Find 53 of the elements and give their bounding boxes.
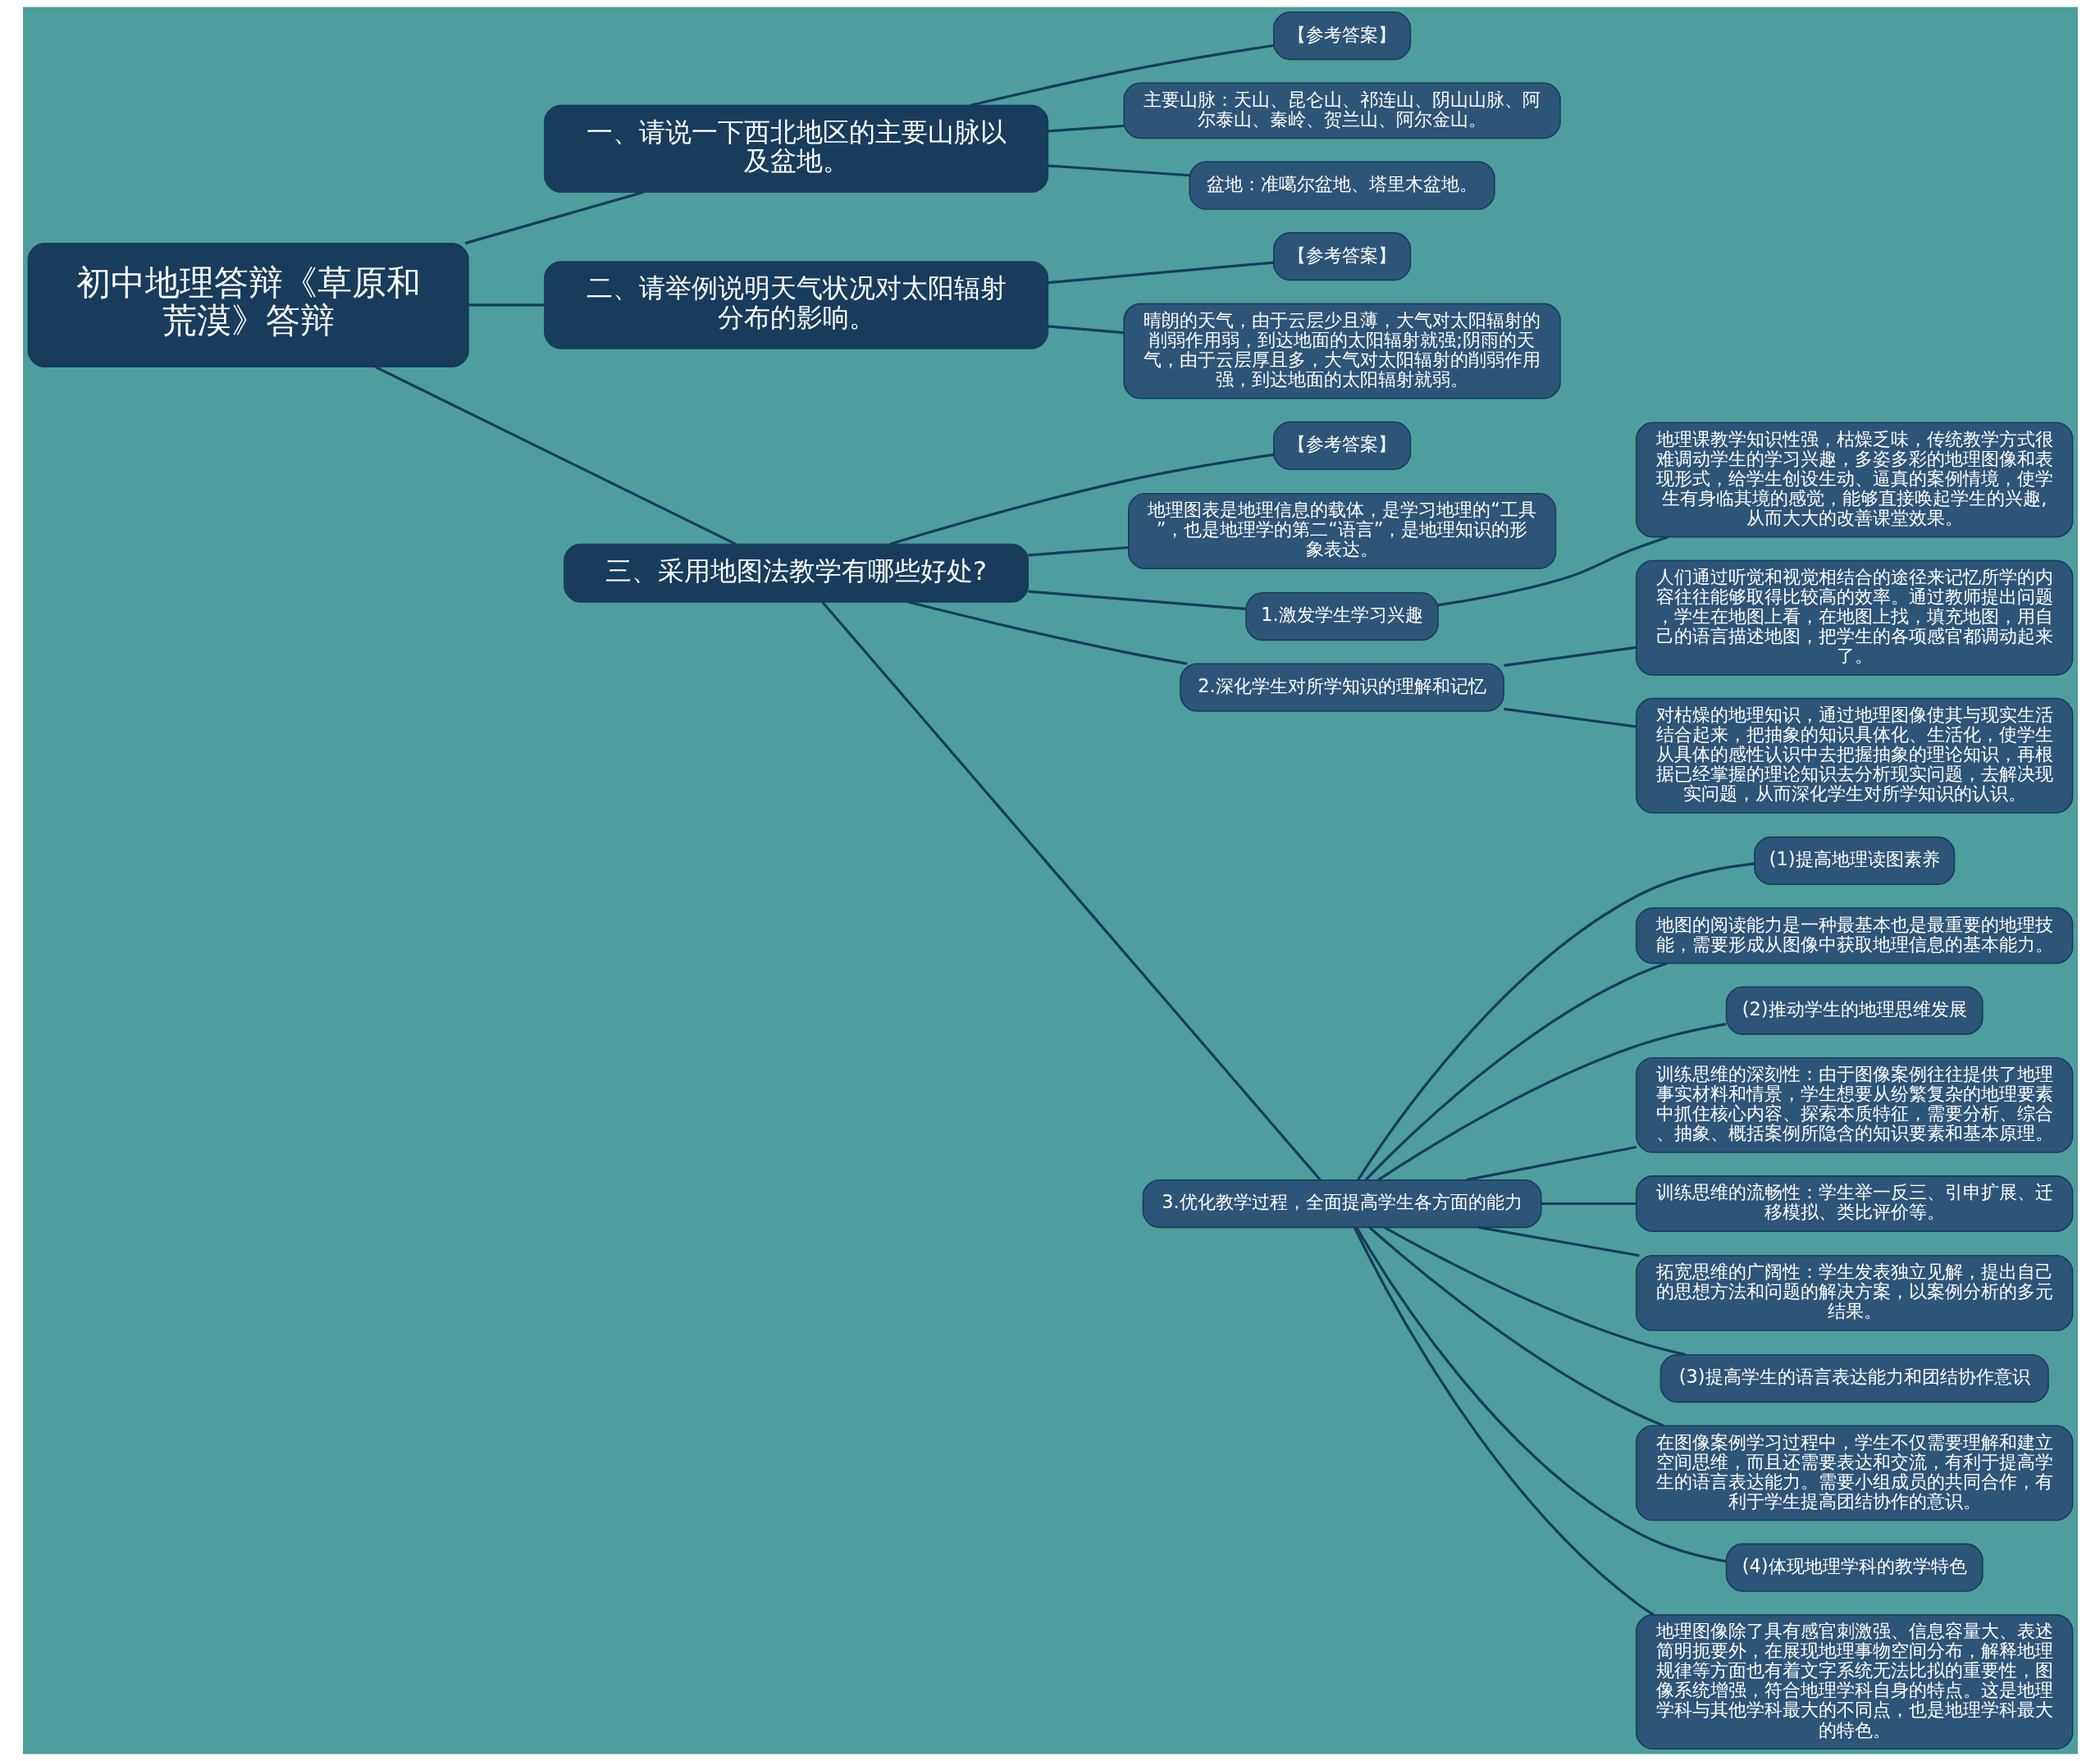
connector — [1503, 707, 1637, 728]
node-box: (3)提高学生的语言表达能力和团结协作意识 — [1659, 1353, 2049, 1403]
connector — [907, 600, 1187, 665]
connector — [1027, 590, 1246, 610]
node-box: 一、请说一下西北地区的主要山脉以及盆地。 — [543, 104, 1048, 194]
node-box: 晴朗的天气，由于云层少且薄，大气对太阳辐射的削弱作用弱，到达地面的太阳辐射就强;阴雨的天气，由于云层厚且多，大气对太阳辐射的削弱作用强，到达地面的太阳辐射就弱。 — [1122, 303, 1561, 399]
connector — [1376, 1023, 1726, 1181]
node-box: 地理图像除了具有感官刺激强、信息容量大、表述简明扼要外，在展现地理事物空间分布，解释地理规律等方面也有着文字系统无法比拟的重要性，图像系统增强，符合地理学科自身的特点。这是地理学科与其他学科最大的不同点，也是地理学科最大的特色。 — [1635, 1614, 2073, 1750]
connector — [1437, 536, 1669, 607]
connector — [888, 453, 1274, 545]
node-box: 拓宽思维的广阔性：学生发表独立见解，提出自己的思想方法和问题的解决方案，以案例分析的多元结果。 — [1635, 1254, 2073, 1331]
connector — [1383, 1226, 1686, 1357]
node-box: (2)推动学生的地理思维发展 — [1725, 986, 1984, 1035]
connector — [374, 365, 737, 545]
connector — [1355, 1226, 1727, 1563]
connector — [821, 601, 1322, 1181]
connector — [1356, 862, 1755, 1181]
node-box: 盆地：准噶尔盆地、塔里木盆地。 — [1189, 161, 1495, 210]
connector — [1048, 261, 1274, 285]
connector — [1353, 1227, 1654, 1616]
connector — [1048, 325, 1124, 335]
node-box: 3.优化教学过程，全面提高学生各方面的能力 — [1142, 1179, 1541, 1229]
connector — [464, 190, 644, 245]
node-box: (4)体现地理学科的教学特色 — [1725, 1543, 1984, 1592]
connector — [1503, 646, 1637, 667]
node-box: 地理课教学知识性强，枯燥乏味，传统教学方式很难调动学生的学习兴趣，多姿多彩的地理图像和表现形式，给学生创设生动、逼真的案例情境，使学生有身临其境的感觉，能够直接唤起学生的兴趣,从而大大的改善课堂效果。 — [1635, 422, 2073, 538]
node-box: 【参考答案】 — [1272, 11, 1411, 61]
node-box: 1.激发学生学习兴趣 — [1244, 591, 1439, 641]
connector — [468, 303, 544, 307]
connector — [1465, 1145, 1637, 1182]
connector — [1048, 124, 1124, 133]
node-box: (1)提高地理读图素养 — [1753, 836, 1955, 886]
node-box: 【参考答案】 — [1272, 421, 1411, 470]
node-box: 训练思维的深刻性：由于图像案例往往提供了地理事实材料和情景，学生想要从纷繁复杂的地理要素中抓住核心内容、探索本质特征，需要分析、综合、抽象、概括案例所隐含的知识要素和基本原理。 — [1635, 1056, 2073, 1153]
node-box: 在图像案例学习过程中，学生不仅需要理解和建立空间思维，而且还需要表达和交流，有利于提高学生的语言表达能力。需要小组成员的共同合作，有利于学生提高团结协作的意识。 — [1635, 1425, 2073, 1521]
node-box: 主要山脉：天山、昆仑山、祁连山、阴山山脉、阿尔泰山、秦岭、贺兰山、阿尔金山。 — [1122, 82, 1561, 139]
node-box: 二、请举例说明天气状况对太阳辐射分布的影响。 — [543, 261, 1048, 349]
connector — [1364, 962, 1667, 1181]
connector — [1027, 545, 1129, 557]
node-box: 三、采用地图法教学有哪些好处? — [563, 543, 1029, 603]
connector — [1541, 1202, 1636, 1206]
node-box: 【参考答案】 — [1272, 232, 1411, 281]
node-box: 对枯燥的地理知识，通过地理图像使其与现实生活结合起来，把抽象的知识具体化、生活化，使学生从具体的感性认识中去把握抽象的理论知识，再根据已经掌握的理论知识去分析现实问题，去解决现实问题，从而深化学生对所学知识的认识。 — [1635, 697, 2073, 814]
node-box: 人们通过听觉和视觉相结合的途径来记忆所学的内容往往能够取得比较高的效率。通过教师提出问题，学生在地图上看，在地图上找，填充地图，用自己的语言描述地图，把学生的各项感官都调动起来了。 — [1635, 559, 2073, 676]
connector — [1477, 1225, 1640, 1257]
connector — [1368, 1226, 1664, 1427]
node-box: 地理图表是地理信息的载体，是学习地理的“工具”，也是地理学的第二“语言”，是地理知识的形象表达。 — [1127, 493, 1556, 569]
node-box: 初中地理答辩《草原和荒漠》答辩 — [27, 242, 469, 368]
node-box: 地图的阅读能力是一种最基本也是最重要的地理技能，需要形成从图像中获取地理信息的基本能力。 — [1635, 907, 2073, 965]
node-box: 2.深化学生对所学知识的理解和记忆 — [1179, 663, 1504, 712]
connector — [1048, 164, 1189, 177]
node-box: 训练思维的流畅性：学生举一反三、引申扩展、迁移模拟、类比评价等。 — [1635, 1175, 2073, 1232]
connector — [969, 43, 1274, 107]
